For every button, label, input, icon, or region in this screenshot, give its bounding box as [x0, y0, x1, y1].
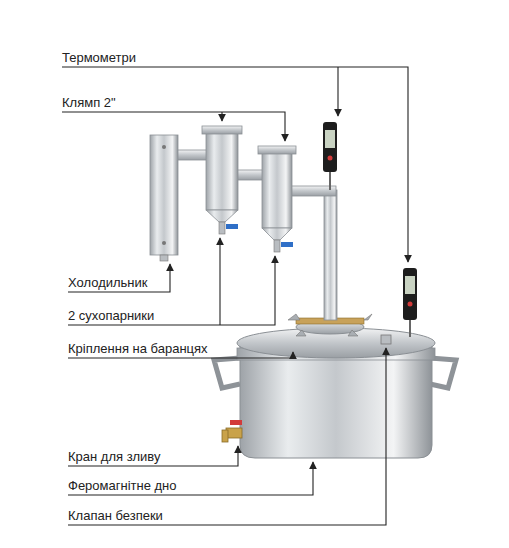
leader-line: [219, 238, 220, 325]
thermometer-button: [408, 302, 413, 307]
dry-steamer: [262, 152, 292, 228]
steamer-valve-handle: [226, 224, 238, 229]
condenser: [150, 135, 178, 255]
dry-steamer: [206, 132, 238, 210]
callout-label: Клямп 2": [62, 95, 116, 110]
thermometer-display: [405, 276, 415, 294]
callout-label: Холодильник: [68, 275, 147, 290]
thermometer: [403, 268, 417, 320]
pipe: [236, 170, 264, 180]
callout-label: Клапан безпеки: [68, 508, 163, 523]
leader-line: [68, 264, 170, 292]
fitting: [162, 241, 166, 245]
clamp: [202, 126, 242, 134]
callout-label: Кріплення на баранцях: [68, 341, 208, 356]
fitting: [162, 145, 166, 149]
pipe: [288, 186, 336, 196]
callout-label: Термометри: [62, 50, 136, 65]
thermometer-probe: [409, 318, 411, 337]
safety-valve: [381, 335, 391, 344]
steamer-valve: [219, 222, 225, 234]
pot-body: [240, 345, 432, 458]
condenser-outlet: [160, 255, 168, 261]
steamer-valve-handle: [281, 242, 293, 247]
callout-label: Кран для зливу: [68, 449, 160, 464]
thermometer-probe: [329, 170, 331, 190]
leader-line: [68, 462, 313, 495]
pot-handle: [214, 358, 240, 388]
drain-valve: [222, 430, 228, 442]
callout-label: 2 сухопарники: [68, 308, 154, 323]
leader-line: [221, 112, 222, 121]
callout-label: Феромагнітне дно: [68, 478, 177, 493]
leader-line: [68, 446, 238, 466]
column-tube: [324, 190, 337, 320]
thermometer: [323, 122, 337, 172]
leader-line: [68, 256, 275, 325]
leader-line: [62, 112, 285, 141]
dry-steamer-bottom: [262, 228, 292, 240]
pipe: [176, 150, 208, 160]
clamp: [258, 146, 296, 154]
leader-line: [68, 348, 386, 525]
leader-line: [62, 67, 408, 262]
steamer-valve: [274, 240, 280, 252]
thermometer-button: [328, 156, 333, 161]
drain-valve-handle: [230, 420, 242, 425]
dry-steamer-bottom: [206, 210, 238, 222]
pot-handle: [430, 358, 456, 388]
leader-line: [337, 67, 338, 116]
thermometer-display: [325, 130, 335, 148]
